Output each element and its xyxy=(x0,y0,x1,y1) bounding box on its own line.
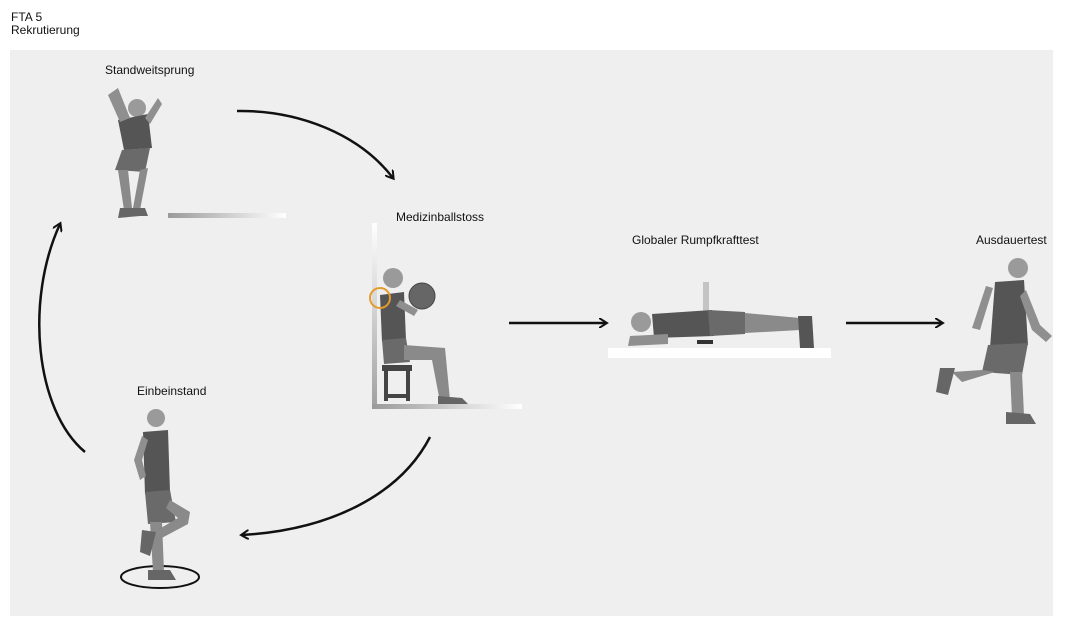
label-standweitsprung: Standweitsprung xyxy=(105,63,194,77)
label-ausdauertest: Ausdauertest xyxy=(976,233,1047,247)
running-figure xyxy=(936,258,1052,424)
plank-figure xyxy=(608,282,831,358)
single-leg-balance-figure xyxy=(121,409,199,588)
arrow-balance-to-jump xyxy=(39,224,85,452)
label-rumpfkrafttest: Globaler Rumpfkrafttest xyxy=(632,233,759,247)
medicine-ball-figure xyxy=(370,223,522,409)
label-medizinballstoss: Medizinballstoss xyxy=(396,210,484,224)
standing-jump-figure xyxy=(108,88,286,218)
label-einbeinstand: Einbeinstand xyxy=(137,384,206,398)
arrow-medball-to-balance xyxy=(242,437,430,535)
arrow-jump-to-medball xyxy=(237,111,393,178)
